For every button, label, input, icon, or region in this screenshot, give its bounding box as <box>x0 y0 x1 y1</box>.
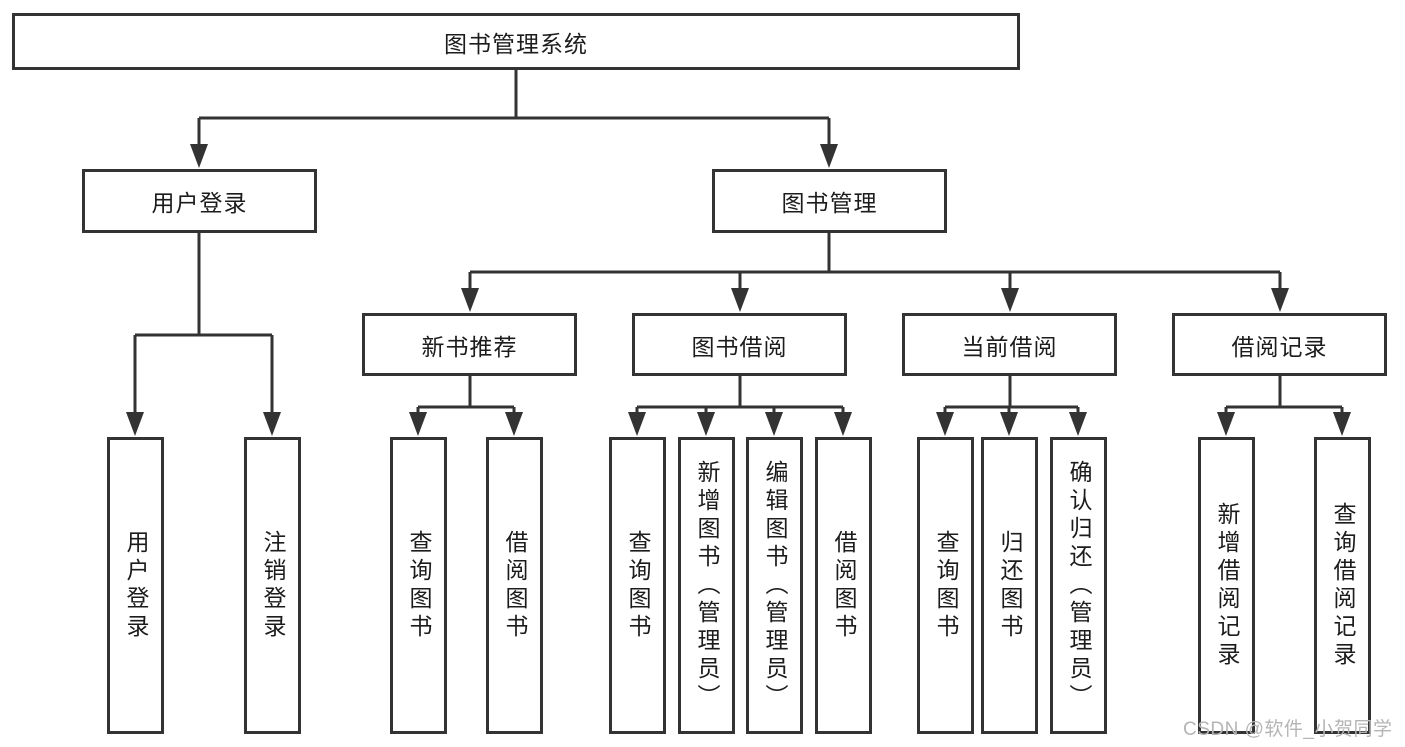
leaf-user-login: 用户登录 <box>107 437 164 734</box>
leaf-logout: 注销登录 <box>244 437 301 734</box>
leaf-edit-book-admin: 编辑图书（管理员） <box>746 437 803 734</box>
leaf-query-books-recommend: 查询图书 <box>390 437 447 734</box>
leaf-query-books-current: 查询图书 <box>917 437 974 734</box>
leaf-add-book-admin: 新增图书（管理员） <box>678 437 735 734</box>
node-current-borrow: 当前借阅 <box>902 313 1117 376</box>
leaf-query-borrow-record: 查询借阅记录 <box>1314 437 1371 734</box>
node-borrow-records: 借阅记录 <box>1172 313 1387 376</box>
leaf-return-book: 归还图书 <box>981 437 1038 734</box>
node-book-management: 图书管理 <box>712 169 947 233</box>
leaf-confirm-return-admin: 确认归还（管理员） <box>1050 437 1107 734</box>
arrowheads <box>126 144 1351 436</box>
leaf-borrow-books: 借阅图书 <box>815 437 872 734</box>
leaf-borrow-books-recommend: 借阅图书 <box>486 437 543 734</box>
leaf-add-borrow-record: 新增借阅记录 <box>1198 437 1255 734</box>
node-library-system: 图书管理系统 <box>12 13 1020 70</box>
watermark: CSDN @软件_小贺同学 <box>1183 719 1393 740</box>
node-new-book-recommend: 新书推荐 <box>362 313 577 376</box>
node-book-borrow: 图书借阅 <box>632 313 847 376</box>
node-user-login: 用户登录 <box>82 169 317 233</box>
leaf-query-books-borrow: 查询图书 <box>609 437 666 734</box>
